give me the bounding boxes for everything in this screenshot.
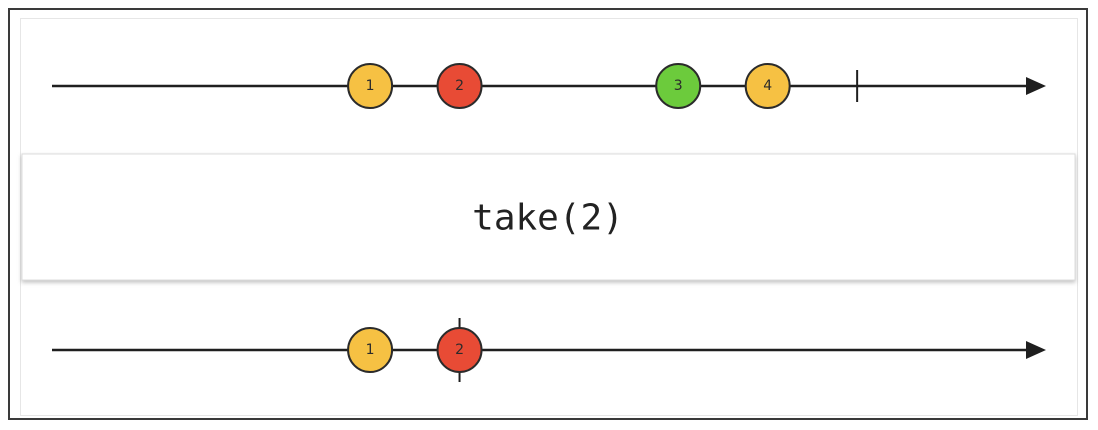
input-marble-circle (744, 63, 791, 109)
input-marble-circle (655, 63, 702, 109)
output-marble-label: 1 (366, 342, 375, 358)
output-marble-circle (436, 327, 483, 373)
input-marble-circle (436, 63, 483, 109)
output-marble-circle (347, 327, 394, 373)
operator-box-rect (21, 153, 1076, 281)
output-marble-1: 1 (347, 327, 394, 373)
input-marble-label: 3 (674, 78, 683, 94)
output-marble-label: 2 (455, 342, 464, 358)
input-timeline-arrowhead (1026, 77, 1046, 95)
input-marble-circle (347, 63, 394, 109)
output-marble-2: 2 (436, 327, 483, 373)
input-marble-4: 4 (744, 63, 791, 109)
operator-label: take(2) (472, 198, 624, 239)
input-marble-label: 2 (455, 78, 464, 94)
input-marbles: 1 2 3 4 (347, 63, 791, 109)
input-marble-3: 3 (655, 63, 702, 109)
operator-box: take(2) (21, 153, 1076, 281)
output-timeline-arrowhead (1026, 341, 1046, 359)
input-marble-1: 1 (347, 63, 394, 109)
input-marble-label: 1 (366, 78, 375, 94)
input-stream: 1 2 3 4 (52, 63, 1046, 109)
input-marble-2: 2 (436, 63, 483, 109)
input-marble-label: 4 (763, 78, 772, 94)
